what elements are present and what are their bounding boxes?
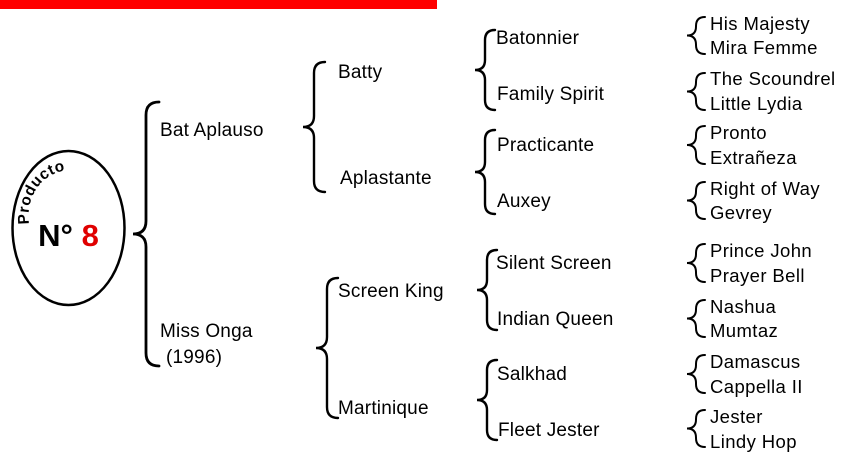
g3-practicante: Practicante <box>497 135 595 156</box>
g4-lindy-hop: Lindy Hop <box>710 431 797 452</box>
brace-g4-6 <box>686 299 706 338</box>
brace-g4-4 <box>686 181 706 220</box>
g2-aplastante: Aplastante <box>340 168 432 189</box>
g4-mumtaz: Mumtaz <box>710 320 779 341</box>
g4-little-lydia: Little Lydia <box>710 93 803 114</box>
g2-martinique: Martinique <box>338 398 429 419</box>
g2-screen-king: Screen King <box>338 281 444 302</box>
horse-name: Bat Aplauso <box>160 120 264 141</box>
brace-g4-3 <box>686 125 706 165</box>
g4-prince-john: Prince John <box>710 240 813 261</box>
dam-name: Miss Onga <box>160 321 253 342</box>
g3-fleet-jester: Fleet Jester <box>498 420 600 441</box>
g3-indian-queen: Indian Queen <box>497 309 614 330</box>
brace-g4-2 <box>686 72 706 111</box>
badge-number-prefix: N° <box>38 218 73 253</box>
brace-g4-5 <box>686 243 706 283</box>
brace-practicante-auxey <box>474 128 497 216</box>
g4-prayer-bell: Prayer Bell <box>710 265 805 286</box>
g4-extraneza: Extrañeza <box>710 147 797 168</box>
g4-gevrey: Gevrey <box>710 202 773 223</box>
g3-batonnier: Batonnier <box>496 28 580 49</box>
g3-family-spirit: Family Spirit <box>497 84 605 105</box>
brace-batty-aplastante <box>302 60 327 194</box>
g3-silent-screen: Silent Screen <box>496 253 612 274</box>
badge-number-digit: 8 <box>81 218 99 253</box>
g4-the-scoundrel: The Scoundrel <box>710 68 836 89</box>
g4-jester: Jester <box>710 406 763 427</box>
top-red-rule <box>0 0 437 9</box>
badge-oval: Producto <box>11 149 126 307</box>
brace-gen1 <box>132 100 161 368</box>
badge-number: N° 8 <box>10 218 127 254</box>
g4-pronto: Pronto <box>710 122 767 143</box>
g3-salkhad: Salkhad <box>497 364 568 385</box>
brace-salkhad-fleetjester <box>476 358 499 442</box>
brace-g4-8 <box>686 409 706 448</box>
product-badge: Producto N° 8 <box>10 148 127 308</box>
brace-screenking-martinique <box>315 276 340 420</box>
g4-nashua: Nashua <box>710 296 777 317</box>
g4-cappella-ii: Cappella II <box>710 376 803 397</box>
g3-auxey: Auxey <box>497 191 551 212</box>
brace-silentscreen-indianqueen <box>476 248 499 332</box>
brace-g4-7 <box>686 354 706 394</box>
g2-batty: Batty <box>338 62 383 83</box>
brace-batonnier-familyspirit <box>474 28 497 112</box>
g4-mira-femme: Mira Femme <box>710 37 818 58</box>
dam-year: (1996) <box>166 347 223 368</box>
g4-damascus: Damascus <box>710 351 801 372</box>
g4-his-majesty: His Majesty <box>710 13 810 34</box>
g4-right-of-way: Right of Way <box>710 178 821 199</box>
brace-g4-1 <box>686 16 706 55</box>
